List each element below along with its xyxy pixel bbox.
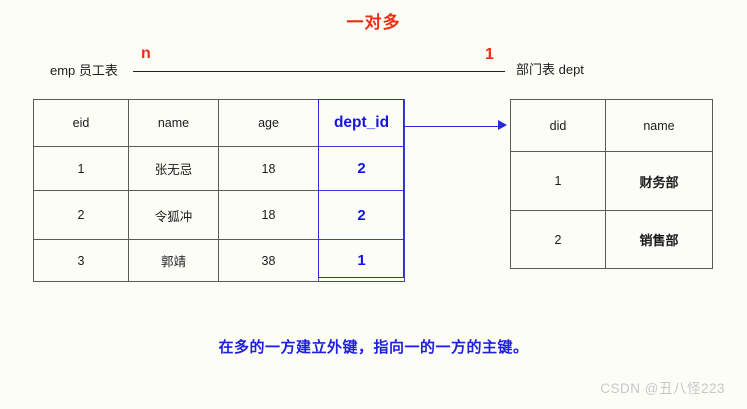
emp-table: eid name age dept_id 1 张无忌 18 2 2 令狐冲 18… (33, 99, 405, 282)
emp-cell-name-3: 郭靖 (128, 239, 219, 282)
table-row: 3 郭靖 38 1 (33, 239, 405, 282)
dept-cell-name-2: 销售部 (605, 210, 713, 269)
emp-cell-dept-id-1: 2 (318, 146, 405, 191)
dept-cell-name-1: 财务部 (605, 151, 713, 211)
foreign-key-arrow-head (498, 120, 507, 130)
emp-cell-name-1: 张无忌 (128, 146, 219, 191)
dept-cell-did-2: 2 (510, 210, 606, 269)
relationship-line (133, 71, 505, 72)
emp-header-dept-id: dept_id (318, 99, 405, 147)
dept-header-name: name (605, 99, 713, 152)
emp-cell-dept-id-2: 2 (318, 190, 405, 240)
emp-cell-age-1: 18 (218, 146, 319, 191)
dept-table: did name 1 财务部 2 销售部 (510, 99, 713, 269)
emp-header-eid: eid (33, 99, 129, 147)
dept-table-header-row: did name (510, 99, 713, 152)
table-row: 2 令狐冲 18 2 (33, 190, 405, 240)
table-row: 2 销售部 (510, 210, 713, 269)
diagram-title: 一对多 (346, 13, 401, 32)
emp-cell-eid-3: 3 (33, 239, 129, 282)
cardinality-one-label: 1 (485, 46, 494, 63)
dept-table-label: 部门表 dept (516, 62, 584, 77)
emp-header-name: name (128, 99, 219, 147)
emp-header-age: age (218, 99, 319, 147)
dept-cell-did-1: 1 (510, 151, 606, 211)
diagram-caption: 在多的一方建立外键，指向一的一方的主键。 (218, 339, 529, 356)
table-row: 1 财务部 (510, 151, 713, 211)
dept-header-did: did (510, 99, 606, 152)
foreign-key-arrow-shaft (404, 126, 504, 127)
emp-cell-name-2: 令狐冲 (128, 190, 219, 240)
emp-cell-eid-1: 1 (33, 146, 129, 191)
table-row: 1 张无忌 18 2 (33, 146, 405, 191)
watermark: CSDN @丑八怪223 (600, 381, 725, 396)
emp-cell-eid-2: 2 (33, 190, 129, 240)
emp-cell-age-2: 18 (218, 190, 319, 240)
emp-table-header-row: eid name age dept_id (33, 99, 405, 147)
cardinality-many-label: n (141, 45, 151, 62)
emp-table-label: emp 员工表 (50, 63, 118, 78)
emp-cell-age-3: 38 (218, 239, 319, 282)
emp-cell-dept-id-3: 1 (318, 239, 405, 282)
